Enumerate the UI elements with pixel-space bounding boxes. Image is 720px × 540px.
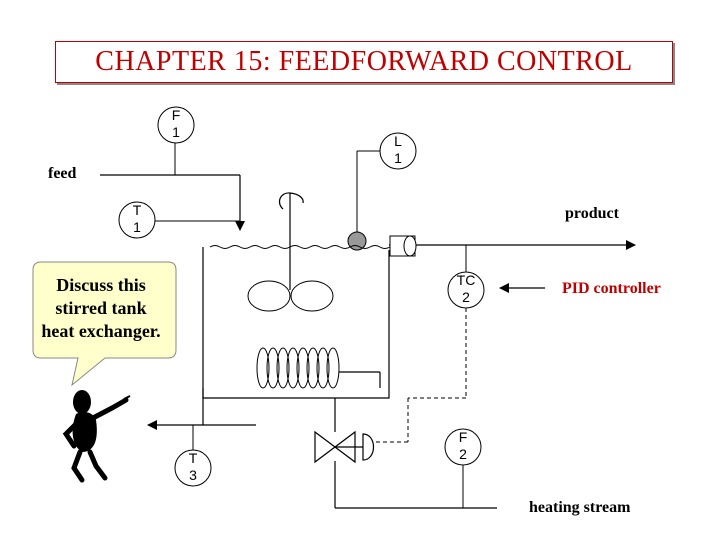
f2-label-top: F	[459, 429, 468, 445]
tc2-label-bottom: 2	[462, 289, 470, 305]
heating-coil-loop	[256, 347, 270, 389]
heating-coil-loop	[276, 347, 290, 389]
product-label: product	[565, 205, 620, 222]
heating-stream-label: heating stream	[529, 499, 631, 516]
tc2-label-top: TC	[457, 272, 476, 288]
callout-line-3: heat exchanger.	[41, 321, 160, 341]
liquid-surface	[209, 245, 391, 249]
t3-label-top: T	[189, 450, 198, 466]
feed-label: feed	[48, 165, 77, 182]
f1-label-top: F	[172, 107, 181, 123]
t3-instrument	[174, 449, 212, 487]
product-pipe-end	[403, 235, 417, 257]
t1-label-bottom: 1	[133, 219, 141, 235]
callout-line-1: Discuss this	[56, 275, 146, 295]
valve-actuator	[362, 433, 375, 461]
pid-controller-label: PID controller	[562, 280, 661, 297]
presenter-figure-icon	[62, 390, 131, 483]
t1-label-top: T	[133, 202, 142, 218]
f2-label-bottom: 2	[459, 446, 467, 462]
f1-label-bottom: 1	[172, 124, 180, 140]
impeller-blade-left	[247, 280, 291, 312]
f1-instrument-circle	[157, 106, 195, 144]
heating-coil-loop	[316, 347, 330, 389]
l1-label-bottom: 1	[394, 150, 402, 166]
tank-vessel	[202, 247, 390, 399]
callout-line-2: stirred tank	[55, 298, 146, 318]
heating-coil-loop	[296, 347, 310, 389]
heating-coil-loop	[306, 347, 320, 389]
heating-coil-loop	[326, 347, 340, 389]
t1-instrument	[118, 201, 156, 239]
page-title: CHAPTER 15: FEEDFORWARD CONTROL	[95, 46, 633, 77]
heating-coil-loop	[266, 347, 280, 389]
callout-bubble	[32, 261, 177, 387]
title-box: CHAPTER 15: FEEDFORWARD CONTROL	[55, 41, 673, 83]
t3-label-bottom: 3	[189, 467, 197, 483]
l1-label-top: L	[394, 133, 402, 149]
impeller-blade-right	[290, 280, 334, 312]
level-float-ball	[347, 231, 367, 251]
heating-coil-loop	[286, 347, 300, 389]
stirrer-motor-arc	[278, 192, 304, 210]
f2-instrument	[444, 428, 482, 466]
